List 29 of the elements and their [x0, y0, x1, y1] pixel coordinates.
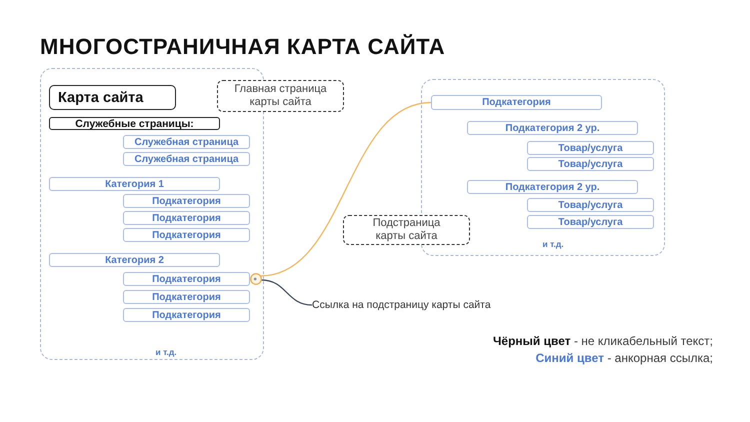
legend-entry: Синий цвет - анкорная ссылка; [536, 351, 713, 365]
panel-caption: Главная страница карты сайта [217, 80, 344, 112]
link-connector [260, 102, 432, 276]
diagram-title: МНОГОСТРАНИЧНАЯ КАРТА САЙТА [40, 34, 446, 60]
link-box: Подкатегория [123, 308, 250, 322]
link-box: Служебная страница [123, 152, 250, 166]
link-box: Категория 1 [49, 177, 220, 191]
link-box: Подкатегория [123, 211, 250, 225]
link-box: Товар/услуга [527, 198, 654, 212]
link-box: Подкатегория [123, 290, 250, 304]
link-box: Подкатегория 2 ур. [467, 121, 638, 135]
annotation-text: Ссылка на подстраницу карты сайта [312, 297, 491, 313]
note-text: и т.д. [156, 347, 177, 357]
leader-line [261, 279, 312, 306]
link-box: Служебная страница [123, 135, 250, 149]
link-box: Подкатегория 2 ур. [467, 180, 638, 194]
note-text: и т.д. [542, 239, 564, 249]
link-box: Товар/услуга [527, 141, 654, 155]
link-box: Подкатегория [123, 272, 250, 286]
heading-box: Карта сайта [49, 85, 176, 110]
link-box: Товар/услуга [527, 157, 654, 171]
section-box: Служебные страницы: [49, 117, 220, 130]
link-box: Подкатегория [123, 194, 250, 208]
link-box: Подкатегория [123, 228, 250, 242]
link-box: Товар/услуга [527, 215, 654, 229]
legend-entry: Чёрный цвет - не кликабельный текст; [492, 334, 713, 348]
link-box: Категория 2 [49, 253, 220, 267]
link-box: Подкатегория [431, 95, 602, 110]
panel-caption: Подстраница карты сайта [343, 215, 470, 245]
